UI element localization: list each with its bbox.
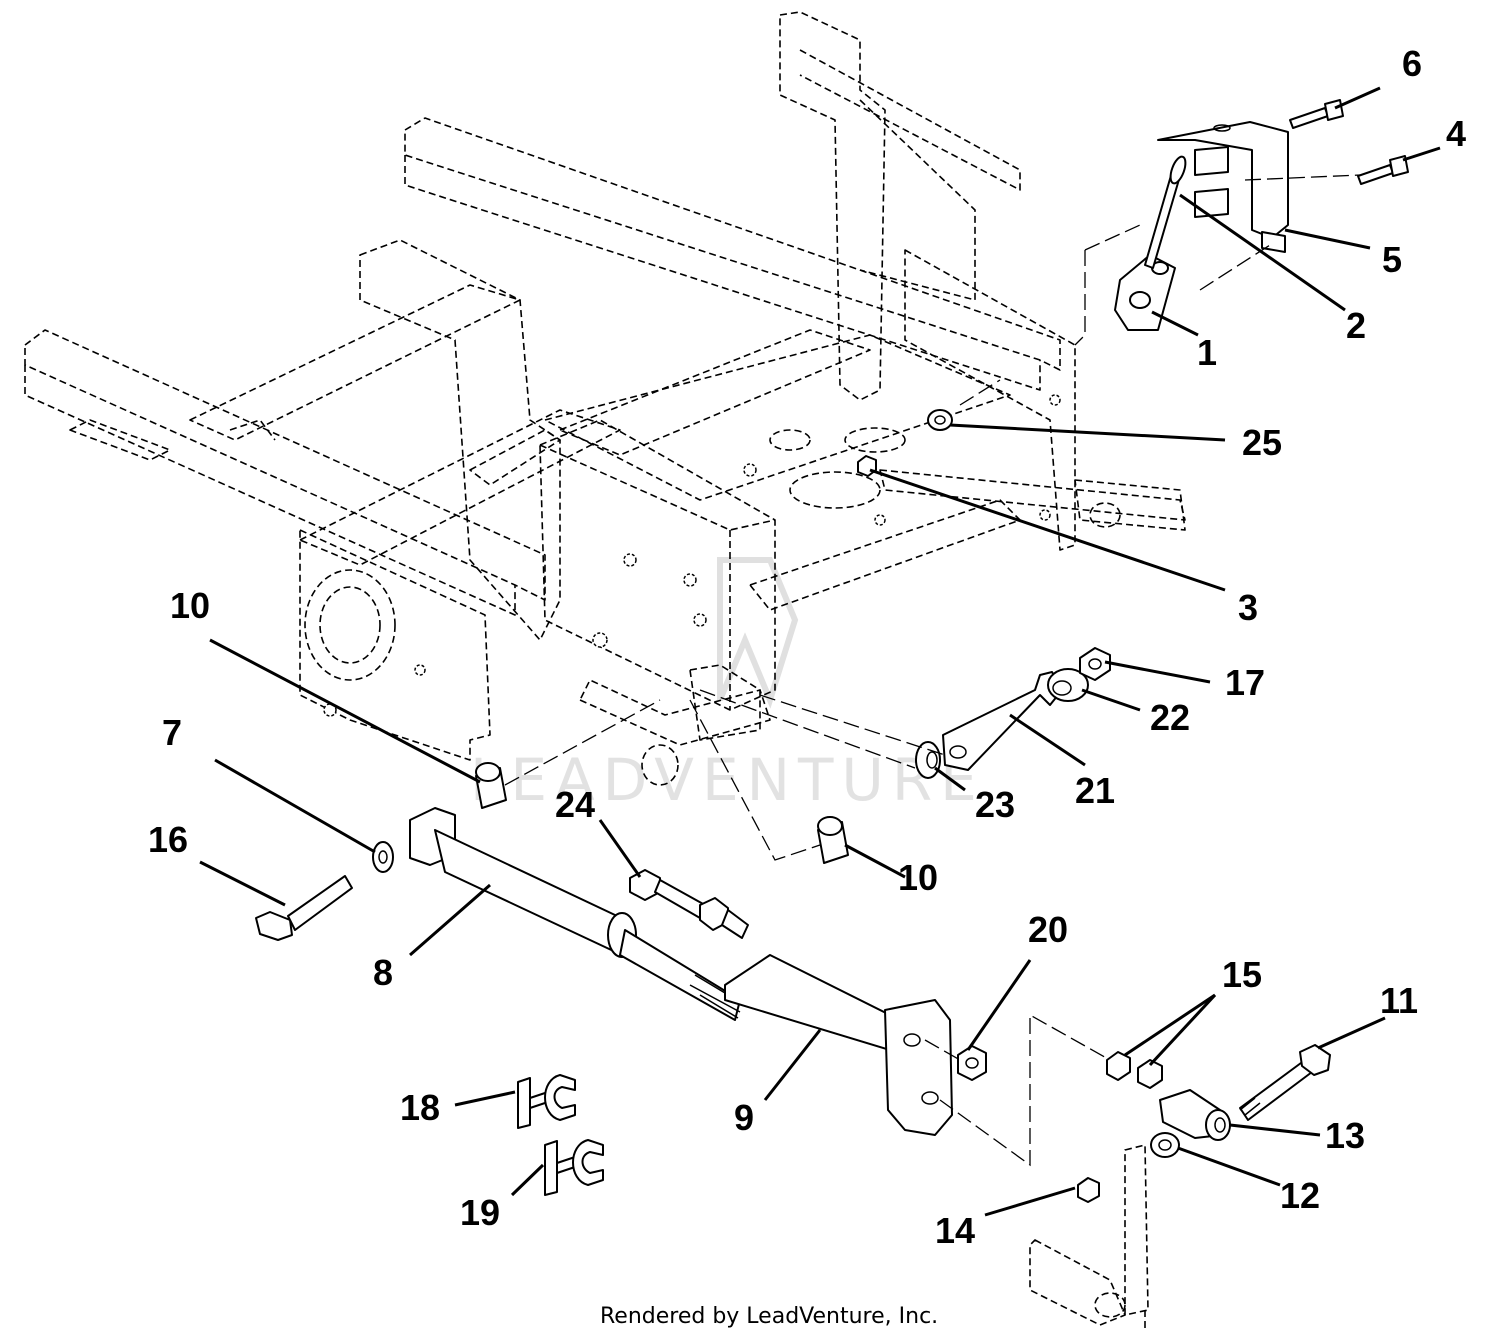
kit-icon-19	[544, 1139, 604, 1196]
callout-22: 22	[1150, 697, 1190, 738]
callout-25: 25	[1242, 422, 1282, 463]
washer-25	[927, 409, 953, 431]
callout-10-lower: 10	[898, 857, 938, 898]
bracket-9	[724, 954, 953, 1136]
washer-22	[1047, 668, 1089, 702]
callout-3: 3	[1238, 587, 1258, 628]
callout-16: 16	[148, 819, 188, 860]
callout-4: 4	[1446, 113, 1466, 154]
callout-14: 14	[935, 1210, 975, 1251]
washer-7	[372, 841, 394, 873]
callout-20: 20	[1028, 909, 1068, 950]
bolt-4	[1357, 155, 1409, 185]
callout-15: 15	[1222, 954, 1262, 995]
link-21	[942, 671, 1063, 771]
bolt-6	[1289, 99, 1344, 129]
callout-21: 21	[1075, 770, 1115, 811]
callout-19: 19	[460, 1192, 500, 1233]
valve-handle	[1169, 155, 1187, 185]
control-valve	[1114, 171, 1181, 331]
bolt-16	[255, 875, 353, 941]
callout-2: 2	[1346, 305, 1366, 346]
callout-6: 6	[1402, 43, 1422, 84]
callout-13: 13	[1325, 1115, 1365, 1156]
callout-10-upper: 10	[170, 585, 210, 626]
callout-24: 24	[555, 784, 595, 825]
callout-18: 18	[400, 1087, 440, 1128]
nut-20	[957, 1045, 987, 1081]
mower-frame	[24, 11, 1186, 786]
spacer-10-upper	[475, 762, 507, 809]
washer-12	[1150, 1132, 1180, 1158]
watermark-text: LEADVENTURE	[470, 746, 985, 814]
callout-1: 1	[1197, 332, 1217, 373]
watermark-logo	[717, 557, 799, 709]
callout-labels: 1 2 3 4 5 6 7 8 9 10 10 11 12 13 14 15 1…	[148, 43, 1466, 1251]
pivot-arm	[1029, 1144, 1149, 1330]
valve-bracket	[1157, 121, 1289, 253]
callout-8: 8	[373, 952, 393, 993]
nut-3	[857, 455, 877, 477]
rod-end-13	[1159, 1089, 1231, 1141]
footer-credit: Rendered by LeadVenture, Inc.	[600, 1304, 938, 1329]
callout-23: 23	[975, 784, 1015, 825]
callout-7: 7	[162, 712, 182, 753]
spacer-10-lower	[817, 816, 849, 864]
callout-12: 12	[1280, 1175, 1320, 1216]
callout-17: 17	[1225, 662, 1265, 703]
leader-lines	[199, 86, 1441, 1217]
callout-11: 11	[1380, 980, 1418, 1021]
kit-icon-18	[517, 1074, 576, 1129]
nut-17	[1079, 647, 1111, 681]
callout-9: 9	[734, 1097, 754, 1138]
nut-14	[1077, 1177, 1100, 1203]
cylinder-8	[409, 807, 746, 1021]
rod-end-24	[629, 869, 749, 939]
nuts-15	[1106, 1051, 1163, 1089]
bolt-11	[1239, 1044, 1331, 1121]
callout-5: 5	[1382, 239, 1402, 280]
